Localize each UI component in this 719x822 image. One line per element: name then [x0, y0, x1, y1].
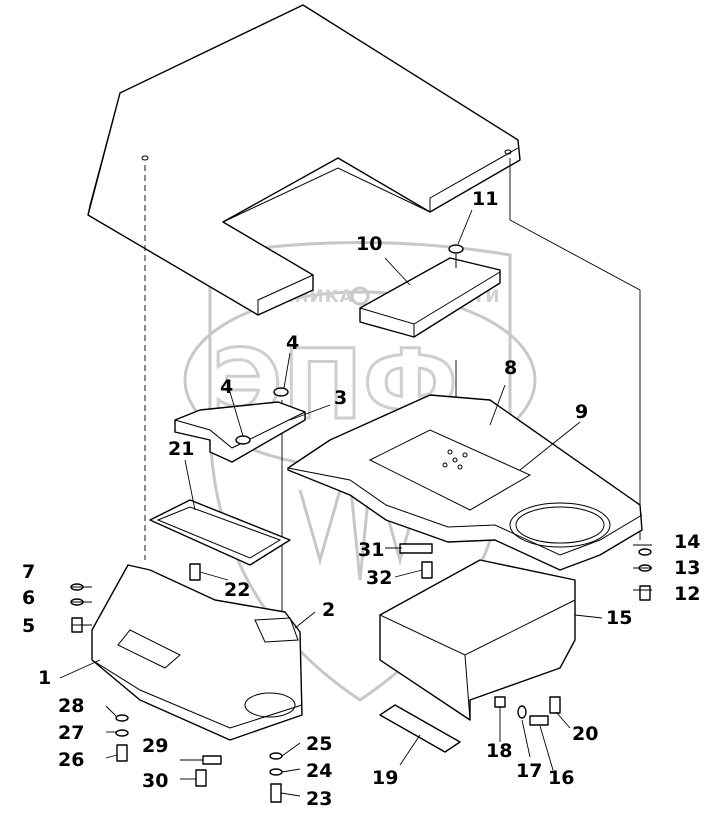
- bolt-23: [270, 783, 282, 803]
- top-cover: [87, 4, 521, 316]
- floor-plate-1: [91, 564, 303, 741]
- callout-14: 14: [674, 531, 700, 553]
- callout-20: 20: [572, 723, 598, 745]
- bolt-20: [549, 696, 561, 714]
- bolt-32: [421, 561, 433, 579]
- bolt-12: [639, 585, 651, 601]
- callout-30: 30: [142, 770, 168, 792]
- strip-19: [379, 704, 461, 753]
- callout-1: 1: [38, 667, 51, 689]
- panel-10: [359, 257, 501, 338]
- callout-13: 13: [674, 557, 700, 579]
- cover-15: [379, 559, 576, 721]
- callout-17: 17: [516, 760, 542, 782]
- callout-5: 5: [22, 615, 35, 637]
- seal-21: [149, 499, 291, 566]
- callout-6: 6: [22, 587, 35, 609]
- callout-23: 23: [306, 788, 332, 810]
- bolt-16: [529, 715, 549, 726]
- washer-28: [115, 714, 129, 722]
- bracket-31: [399, 543, 433, 554]
- mount-line-right: [509, 158, 641, 540]
- callout-19: 19: [372, 767, 398, 789]
- washer-25: [269, 752, 283, 760]
- callout-25: 25: [306, 733, 332, 755]
- callout-4-left: 4: [220, 376, 233, 398]
- callout-29: 29: [142, 735, 168, 757]
- washer-27: [115, 729, 129, 737]
- callouts: 11 10 4 4 3 8 9 21 22 2 14 13 12 15 31 3…: [22, 188, 700, 810]
- nut-18: [494, 696, 506, 708]
- leader-lines: [59, 209, 652, 797]
- callout-11: 11: [472, 188, 498, 210]
- callout-4-top: 4: [286, 332, 299, 354]
- callout-24: 24: [306, 760, 332, 782]
- callout-16: 16: [548, 767, 574, 789]
- callout-2: 2: [322, 599, 335, 621]
- bolt-30: [195, 769, 207, 787]
- clip-17: [517, 705, 527, 719]
- callout-28: 28: [58, 695, 84, 717]
- callout-10: 10: [356, 233, 382, 255]
- callout-22: 22: [224, 579, 250, 601]
- callout-32: 32: [366, 567, 392, 589]
- washer-14: [638, 548, 652, 556]
- callout-12: 12: [674, 583, 700, 605]
- bolt-26: [116, 744, 128, 762]
- callout-7: 7: [22, 561, 35, 583]
- gear-icon: [350, 286, 370, 306]
- callout-3: 3: [334, 387, 347, 409]
- callout-8: 8: [504, 357, 517, 379]
- callout-26: 26: [58, 749, 84, 771]
- callout-18: 18: [486, 740, 512, 762]
- callout-27: 27: [58, 722, 84, 744]
- stud-29: [202, 755, 222, 765]
- washer-24: [269, 768, 283, 776]
- floor-plate-8: [287, 394, 643, 571]
- callout-31: 31: [358, 539, 384, 561]
- callout-9: 9: [575, 401, 588, 423]
- bolt-22: [189, 563, 201, 581]
- grommet-11: [448, 244, 464, 268]
- callout-21: 21: [168, 438, 194, 460]
- callout-15: 15: [606, 607, 632, 629]
